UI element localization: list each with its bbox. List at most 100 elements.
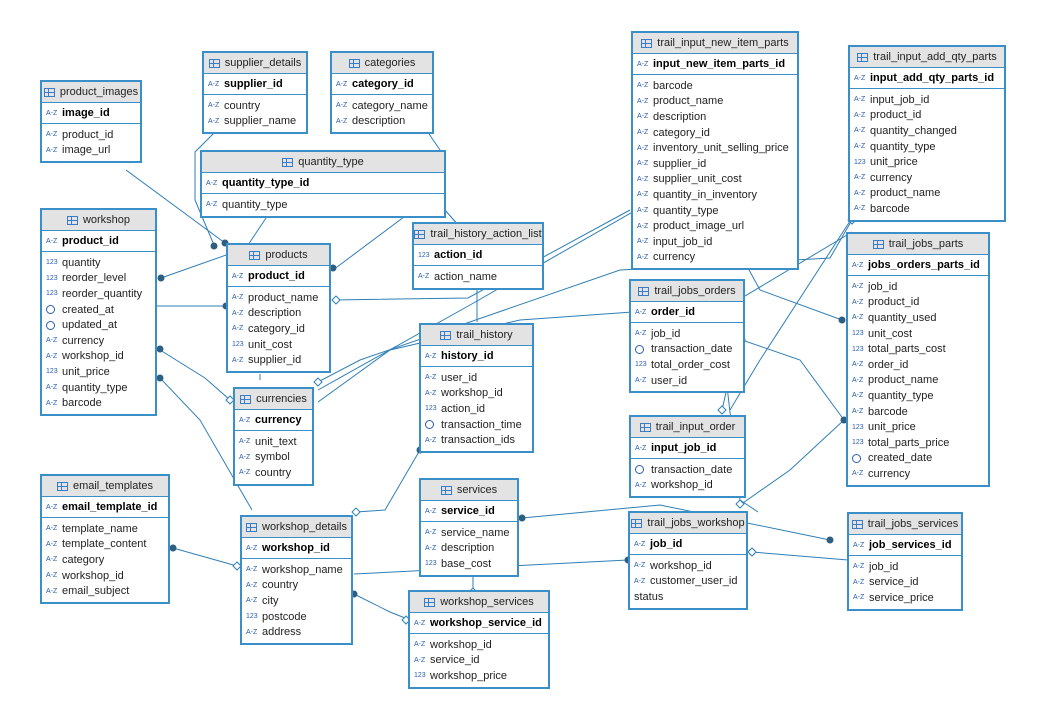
table-header[interactable]: email_templates <box>42 476 168 497</box>
column-row[interactable]: created_date <box>848 451 988 467</box>
table-header[interactable]: workshop_services <box>410 592 548 613</box>
table-header[interactable]: workshop <box>42 210 155 231</box>
column-row[interactable]: transaction_time <box>421 417 532 433</box>
table-header[interactable]: currencies <box>235 389 312 410</box>
column-row[interactable]: transaction_date <box>631 462 744 478</box>
table-header[interactable]: products <box>228 245 329 266</box>
table-header[interactable]: trail_jobs_services <box>849 514 961 535</box>
column-row[interactable]: transaction_date <box>631 342 743 358</box>
table-header[interactable]: trail_input_order <box>631 417 744 438</box>
table-header[interactable]: quantity_type <box>202 152 444 173</box>
table-header[interactable]: supplier_details <box>204 53 306 74</box>
table-header[interactable]: trail_jobs_parts <box>848 234 988 255</box>
table-header[interactable]: trail_input_add_qty_parts <box>850 47 1004 68</box>
table-header[interactable]: product_images <box>42 82 140 103</box>
table-header[interactable]: trail_jobs_workshop <box>630 513 746 534</box>
